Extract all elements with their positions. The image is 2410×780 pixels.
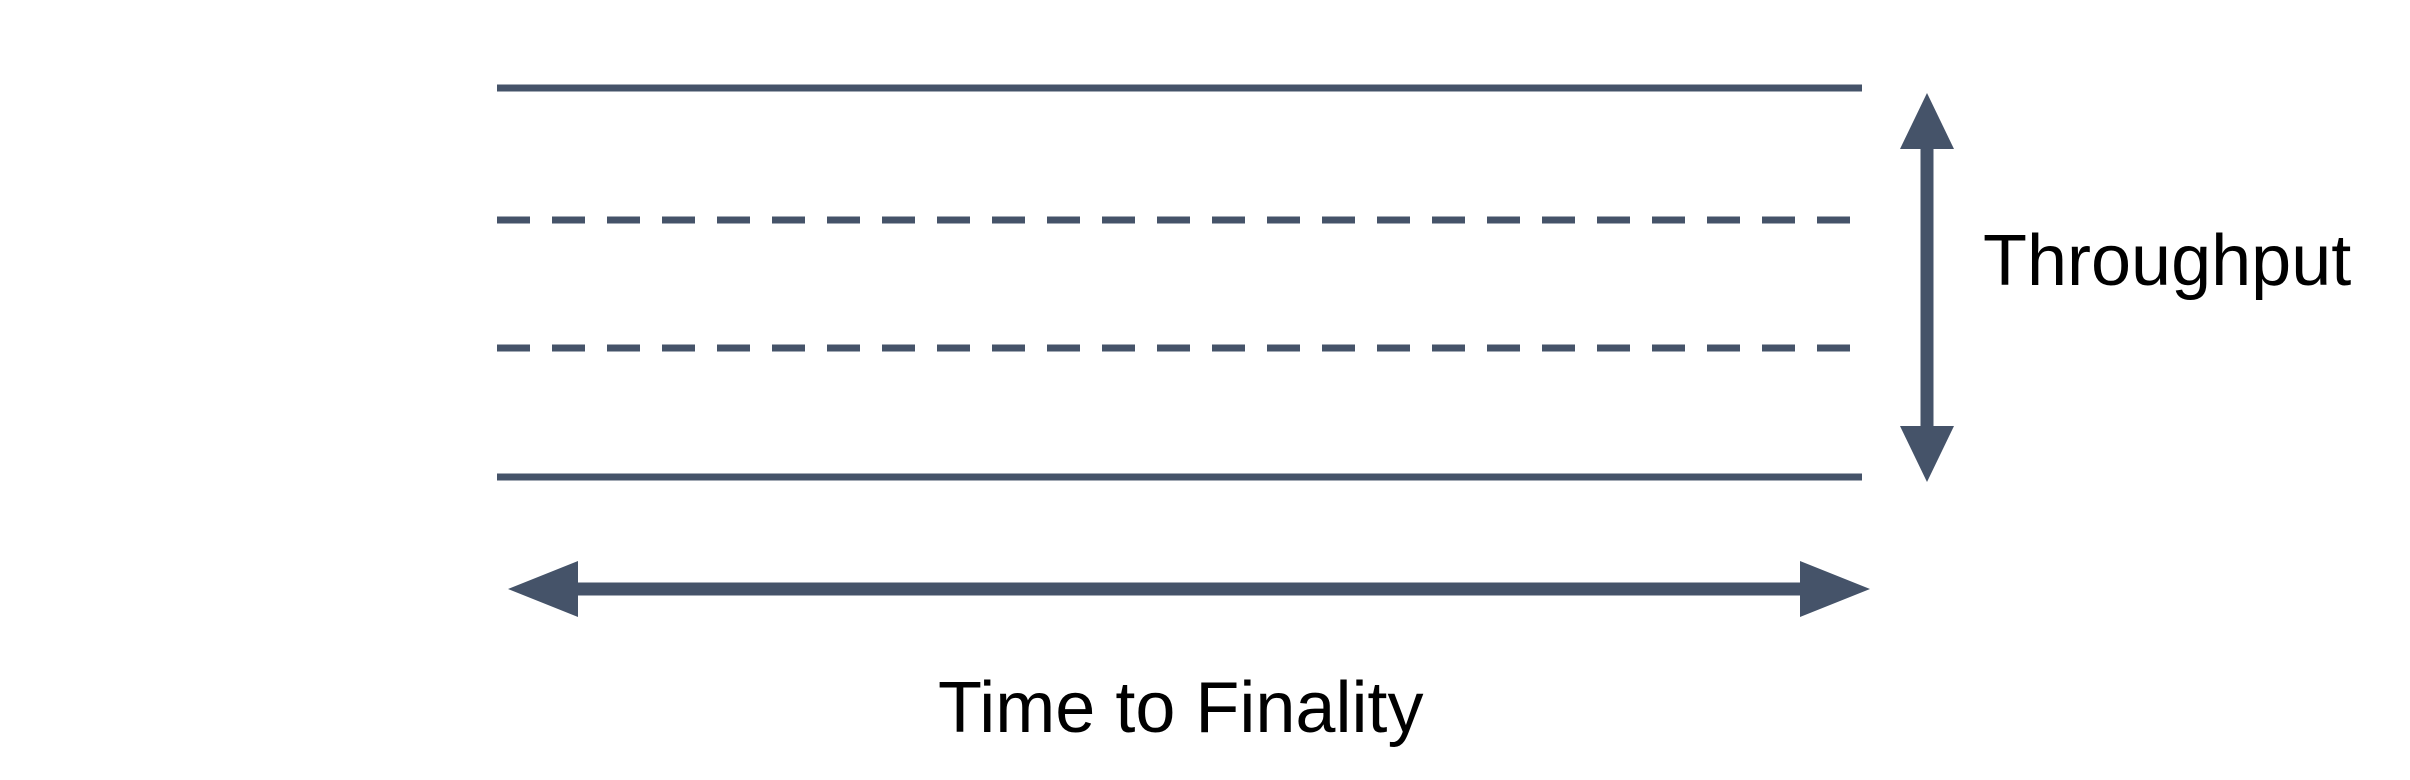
throughput-arrow-head-up [1900, 93, 1954, 149]
time-to-finality-arrow-head-right [1800, 561, 1870, 617]
throughput-arrow-head-down [1900, 426, 1954, 482]
time-to-finality-arrow-head-left [508, 561, 578, 617]
time-to-finality-arrow [508, 561, 1870, 617]
throughput-arrow [1900, 93, 1954, 482]
time-to-finality-label: Time to Finality [938, 668, 1423, 748]
throughput-label: Throughput [1983, 221, 2351, 301]
lane-lines-group [497, 84, 1862, 481]
